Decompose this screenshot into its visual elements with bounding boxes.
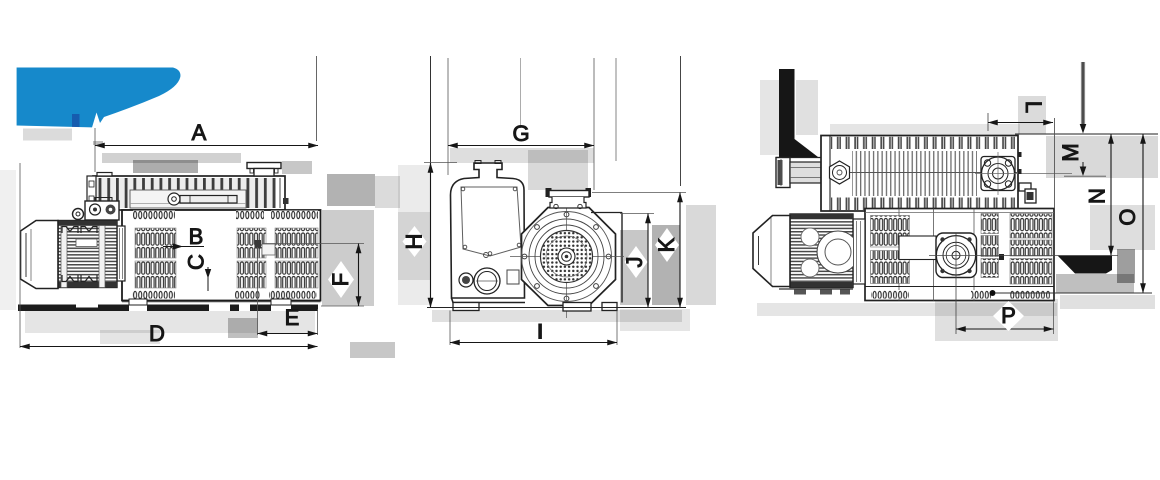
svg-text:D: D bbox=[149, 321, 165, 346]
svg-text:A: A bbox=[192, 120, 207, 145]
svg-text:L: L bbox=[1021, 101, 1046, 113]
svg-text:P: P bbox=[1001, 303, 1016, 328]
svg-text:O: O bbox=[1115, 208, 1140, 225]
svg-text:B: B bbox=[189, 224, 204, 249]
svg-text:H: H bbox=[402, 234, 427, 250]
svg-text:M: M bbox=[1058, 143, 1083, 161]
svg-text:N: N bbox=[1085, 188, 1110, 204]
svg-text:K: K bbox=[654, 237, 679, 252]
svg-text:C: C bbox=[184, 254, 209, 270]
svg-text:F: F bbox=[328, 273, 353, 286]
svg-text:G: G bbox=[512, 121, 529, 146]
svg-text:J: J bbox=[622, 257, 647, 268]
svg-text:E: E bbox=[285, 305, 300, 330]
